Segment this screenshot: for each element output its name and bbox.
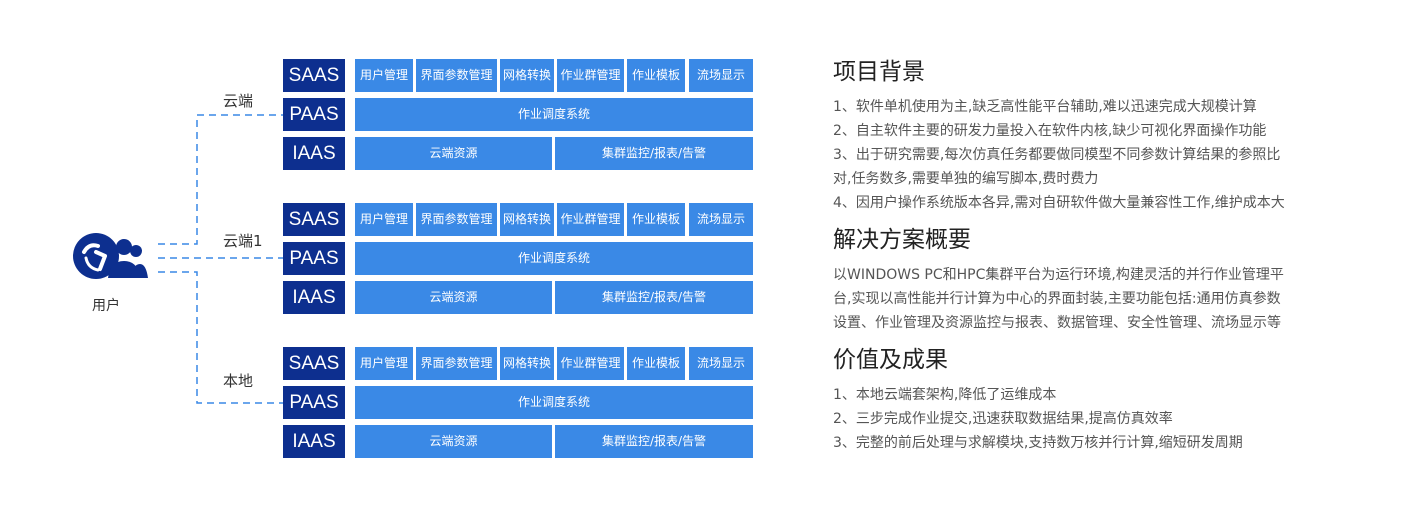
user-group-icon [73,233,148,279]
iaas-item-cluster-monitor: 集群监控/报表/告警 [555,137,753,170]
saas-tag: SAAS [283,59,345,92]
saas-item-job-template: 作业模板 [627,347,685,380]
stack-label-local: 本地 [223,372,254,390]
saas-item-mesh-convert: 网格转换 [500,347,554,380]
section-line: 以WINDOWS PC和HPC集群平台为运行环境,构建灵活的并行作业管理平 [833,267,1284,283]
saas-tag: SAAS [283,347,345,380]
saas-item-job-group: 作业群管理 [557,59,624,92]
paas-tag: PAAS [283,98,345,131]
saas-item-flow-display: 流场显示 [689,203,753,236]
iaas-item-cloud-resource: 云端资源 [355,137,552,170]
stack-cloud: SAAS 用户管理 界面参数管理 网格转换 作业群管理 作业模板 流场显示 PA… [283,59,753,170]
iaas-item-cluster-monitor: 集群监控/报表/告警 [555,425,753,458]
iaas-tag: IAAS [283,281,345,314]
paas-tag: PAAS [283,242,345,275]
section-line: 4、因用户操作系统版本各异,需对自研软件做大量兼容性工作,维护成本大 [833,195,1285,211]
paas-item-scheduler: 作业调度系统 [355,242,753,275]
connector-local [158,271,283,404]
section-line: 3、出于研究需要,每次仿真任务都要做同模型不同参数计算结果的参照比 [833,147,1281,163]
saas-item-job-template: 作业模板 [627,203,685,236]
iaas-item-cloud-resource: 云端资源 [355,425,552,458]
saas-item-param-mgmt: 界面参数管理 [416,347,497,380]
saas-item-job-template: 作业模板 [627,59,685,92]
saas-tag: SAAS [283,203,345,236]
section-line: 2、自主软件主要的研发力量投入在软件内核,缺少可视化界面操作功能 [833,123,1267,139]
section-line: 1、软件单机使用为主,缺乏高性能平台辅助,难以迅速完成大规模计算 [833,99,1257,115]
paas-layer: PAAS 作业调度系统 [283,386,753,419]
section-title: 解决方案概要 [833,227,971,253]
paas-tag: PAAS [283,386,345,419]
iaas-item-cloud-resource: 云端资源 [355,281,552,314]
stack-label-cloud1: 云端1 [223,232,263,250]
iaas-tag: IAAS [283,137,345,170]
saas-item-user-mgmt: 用户管理 [355,59,413,92]
connector-cloud [158,114,283,245]
paas-layer: PAAS 作业调度系统 [283,98,753,131]
user-label: 用户 [92,298,120,314]
saas-layer: SAAS 用户管理 界面参数管理 网格转换 作业群管理 作业模板 流场显示 [283,59,753,92]
saas-item-user-mgmt: 用户管理 [355,203,413,236]
saas-item-param-mgmt: 界面参数管理 [416,203,497,236]
saas-item-user-mgmt: 用户管理 [355,347,413,380]
section-line: 3、完整的前后处理与求解模块,支持数万核并行计算,缩短研发周期 [833,435,1243,451]
section-line: 对,任务数多,需要单独的编写脚本,费时费力 [833,171,1099,187]
saas-item-flow-display: 流场显示 [689,59,753,92]
user-node: 用户 [70,230,150,320]
section-title: 项目背景 [833,59,925,85]
saas-item-flow-display: 流场显示 [689,347,753,380]
paas-layer: PAAS 作业调度系统 [283,242,753,275]
stack-local: SAAS 用户管理 界面参数管理 网格转换 作业群管理 作业模板 流场显示 PA… [283,347,753,458]
iaas-layer: IAAS 云端资源 集群监控/报表/告警 [283,425,753,458]
paas-item-scheduler: 作业调度系统 [355,98,753,131]
section-value: 价值及成果 1、本地云端套架构,降低了运维成本 2、三步完成作业提交,迅速获取数… [833,343,1393,455]
section-background: 项目背景 1、软件单机使用为主,缺乏高性能平台辅助,难以迅速完成大规模计算 2、… [833,55,1393,215]
saas-item-job-group: 作业群管理 [557,347,624,380]
connector-lines [158,114,283,404]
iaas-item-cluster-monitor: 集群监控/报表/告警 [555,281,753,314]
saas-layer: SAAS 用户管理 界面参数管理 网格转换 作业群管理 作业模板 流场显示 [283,347,753,380]
section-solution: 解决方案概要 以WINDOWS PC和HPC集群平台为运行环境,构建灵活的并行作… [833,223,1393,335]
section-line: 设置、作业管理及资源监控与报表、数据管理、安全性管理、流场显示等 [833,315,1281,331]
iaas-layer: IAAS 云端资源 集群监控/报表/告警 [283,281,753,314]
iaas-tag: IAAS [283,425,345,458]
stack-cloud1: SAAS 用户管理 界面参数管理 网格转换 作业群管理 作业模板 流场显示 PA… [283,203,753,314]
iaas-layer: IAAS 云端资源 集群监控/报表/告警 [283,137,753,170]
saas-item-param-mgmt: 界面参数管理 [416,59,497,92]
stack-label-cloud: 云端 [223,92,254,110]
saas-layer: SAAS 用户管理 界面参数管理 网格转换 作业群管理 作业模板 流场显示 [283,203,753,236]
paas-item-scheduler: 作业调度系统 [355,386,753,419]
saas-item-mesh-convert: 网格转换 [500,59,554,92]
section-line: 2、三步完成作业提交,迅速获取数据结果,提高仿真效率 [833,411,1173,427]
section-line: 台,实现以高性能并行计算为中心的界面封装,主要功能包括:通用仿真参数 [833,291,1281,307]
saas-item-job-group: 作业群管理 [557,203,624,236]
section-title: 价值及成果 [833,347,948,373]
section-line: 1、本地云端套架构,降低了运维成本 [833,387,1057,403]
saas-item-mesh-convert: 网格转换 [500,203,554,236]
